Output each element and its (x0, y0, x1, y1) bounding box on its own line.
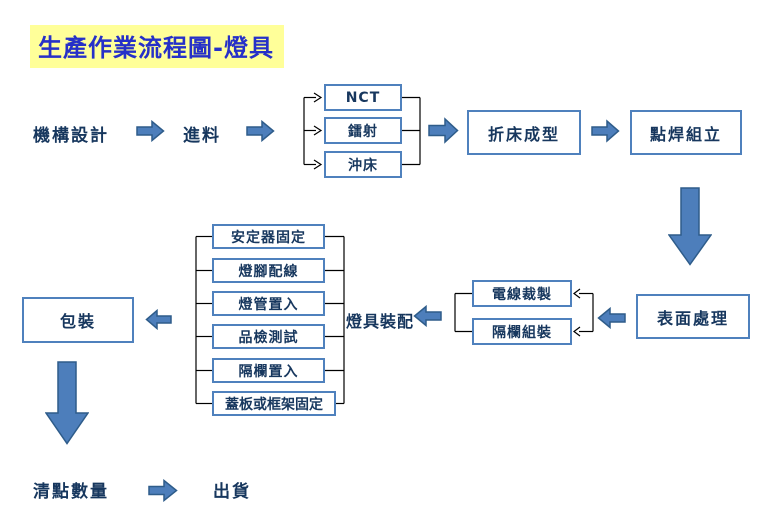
node-packing: 包裝 (22, 297, 134, 343)
node-step-ballast: 安定器固定 (212, 224, 325, 249)
node-count: 清點數量 (33, 482, 109, 502)
node-weld: 點焊組立 (630, 110, 742, 155)
node-step-grille: 隔欄置入 (212, 358, 325, 383)
arrow-right-icon (591, 119, 620, 143)
steps-right-bracket (325, 235, 345, 405)
arrow-down-icon (45, 361, 89, 445)
arrow-down-icon (668, 187, 712, 266)
arrow-right-icon (246, 120, 275, 142)
arrow-left-icon (597, 307, 626, 329)
feed-branch-bracket (303, 92, 323, 170)
node-laser: 鐳射 (324, 117, 402, 144)
node-wire-cut: 電線裁製 (472, 280, 572, 307)
cutting-merge-bracket (402, 96, 421, 166)
arrow-right-icon (148, 479, 178, 502)
arrow-left-icon (413, 305, 442, 327)
node-step-wiring: 燈腳配線 (212, 258, 325, 283)
node-ship: 出貨 (213, 482, 251, 502)
node-step-tube: 燈管置入 (212, 291, 325, 316)
node-lamp-assembly: 燈具裝配 (346, 312, 415, 331)
steps-left-bracket (195, 235, 212, 405)
node-punch: 沖床 (324, 151, 402, 178)
node-step-qc: 品檢測試 (212, 324, 325, 349)
node-feed: 進料 (183, 126, 221, 146)
page-title: 生產作業流程圖-燈具 (30, 25, 284, 68)
arrow-right-icon (136, 120, 165, 142)
wire-grille-out-bracket (454, 292, 472, 333)
arrow-right-icon (428, 117, 459, 144)
node-design: 機構設計 (33, 126, 109, 146)
node-bend: 折床成型 (467, 110, 581, 155)
arrow-left-icon (145, 309, 172, 330)
node-step-cover: 蓋板或框架固定 (212, 391, 336, 416)
node-nct: NCT (324, 84, 402, 111)
wire-grille-in-bracket (573, 288, 594, 337)
node-surface: 表面處理 (636, 294, 750, 339)
node-grille-assembly: 隔欄組裝 (472, 318, 572, 345)
